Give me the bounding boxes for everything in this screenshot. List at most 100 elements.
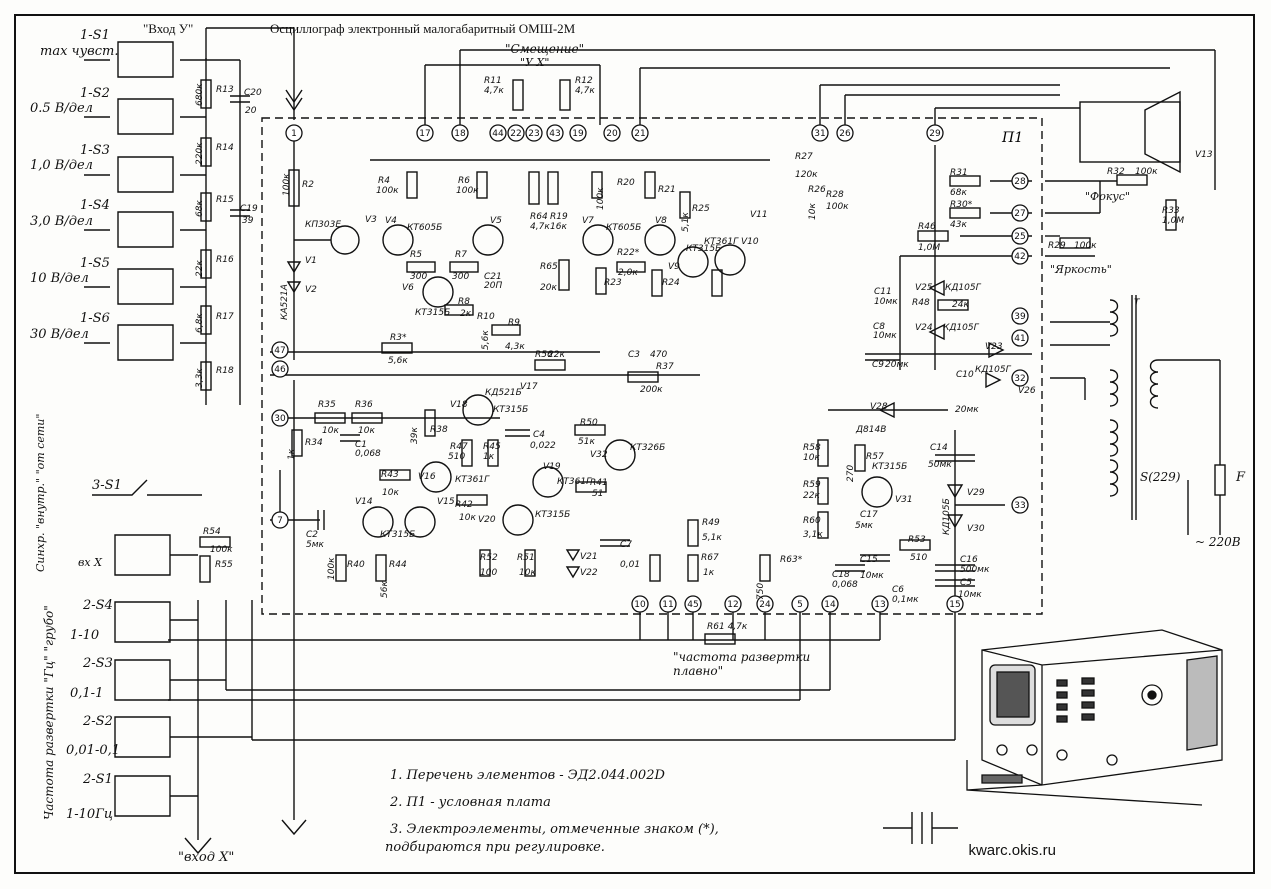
label-c16: C16 <box>960 555 978 565</box>
label-v2: V2 <box>305 285 317 295</box>
connector-label-29: 29 <box>929 129 941 139</box>
label-r21: R21 <box>658 185 676 195</box>
transistor-v8 <box>644 224 676 256</box>
label-v32t: КТ326Б <box>630 443 666 453</box>
connector-23 <box>525 124 543 142</box>
label-r19: R19 <box>550 212 568 222</box>
label-c4v: 0,022 <box>530 441 556 451</box>
connector-label-33: 33 <box>1014 501 1025 511</box>
label-r52v: 100 <box>480 568 498 578</box>
label-v8: V8 <box>655 216 667 226</box>
label-v4t: КТ605Б <box>407 223 443 233</box>
label-c17: C17 <box>860 510 878 520</box>
sweep-fine-label: "частота развертки плавно" <box>673 650 811 678</box>
label-c3: C3 <box>628 350 641 360</box>
connector-5 <box>791 595 809 613</box>
connector-label-26: 26 <box>839 129 851 139</box>
connector-label-7: 7 <box>277 516 283 526</box>
connector-25 <box>1011 227 1029 245</box>
label-r31v: 68к <box>950 188 967 198</box>
diagram-title: Осциллограф электронный малогабаритный О… <box>270 21 576 36</box>
label-r44v: 56к <box>380 581 390 598</box>
label-r27v: 120к <box>795 170 818 180</box>
switch-label-4: 3,0 В/дел <box>30 214 93 229</box>
label-r8v: 2к <box>460 309 472 319</box>
label-r11: R11 <box>484 76 502 86</box>
label-r42: R42 <box>455 500 473 510</box>
connector-label-46: 46 <box>274 365 286 375</box>
label-v25t: КД105Г <box>945 283 981 293</box>
connector-42 <box>1011 247 1029 265</box>
label-c1: C1 <box>355 440 368 450</box>
label-r20v: 100к <box>596 187 606 210</box>
label-r57v: 270 <box>846 464 856 482</box>
label-r17: R17 <box>216 312 234 322</box>
connector-label-27: 27 <box>1014 209 1025 219</box>
connector-19 <box>569 124 587 142</box>
transistor-v20 <box>502 504 534 536</box>
connector-11 <box>659 595 677 613</box>
label-r65v: 20к <box>540 283 557 293</box>
connector-7 <box>271 511 289 529</box>
label-r4v: 100к <box>376 186 399 196</box>
offset-label: "Смещение" <box>505 42 585 56</box>
label-r30v: 43к <box>950 220 967 230</box>
label-r12v: 4,7к <box>575 86 595 96</box>
label-kd: КД105Б <box>942 498 952 535</box>
fet-v3 <box>330 225 360 255</box>
label-r7: R7 <box>455 250 467 260</box>
label-r59: R59 <box>803 480 821 490</box>
switch-1-s5 <box>117 268 206 305</box>
sweep-range-3: 0,01-0,1 <box>66 743 121 758</box>
label-r16: R16 <box>216 255 234 265</box>
label-v30: V30 <box>967 524 985 534</box>
label-r23: R23 <box>604 278 622 288</box>
switch-2-s1 <box>114 775 171 817</box>
switch-1-s3 <box>117 156 206 193</box>
label-r46: R46 <box>918 222 936 232</box>
label-c18v: 0,068 <box>832 580 858 590</box>
sweep-range-1: 1-10 <box>70 628 100 643</box>
label-c21: C21 <box>484 272 502 282</box>
label-v21: V21 <box>580 552 598 562</box>
label-c3v: 470 <box>650 350 668 360</box>
label-r60: R60 <box>803 516 821 526</box>
label-r26: R26 <box>808 185 826 195</box>
label-r67: R67 <box>701 553 719 563</box>
label-r33v: 1,0М <box>1162 216 1185 226</box>
label-c4: C4 <box>533 430 546 440</box>
label-c8v: 10мк <box>873 331 897 341</box>
label-v25: V25 <box>915 283 933 293</box>
label-v17t: КД521Б <box>485 388 522 398</box>
connector-45 <box>684 595 702 613</box>
transistor-v16 <box>420 461 452 493</box>
input-y-label: "Вход У" <box>143 21 194 36</box>
connector-label-1: 1 <box>291 129 297 139</box>
label-r47v: 510 <box>448 452 466 462</box>
connector-label-18: 18 <box>454 129 466 139</box>
label-ka: КА521А <box>280 284 290 320</box>
label-c7v: 0,01 <box>620 560 641 570</box>
label-v10: КТ361Г V10 <box>704 237 759 247</box>
connector-13 <box>871 595 889 613</box>
label-r29v: 100к <box>1074 241 1097 251</box>
label-r25: R25 <box>692 204 710 214</box>
label-r36: R36 <box>355 400 373 410</box>
label-c2: C2 <box>306 530 319 540</box>
oscilloscope-illustration <box>966 629 1223 806</box>
connector-31 <box>811 124 829 142</box>
label-r2: R2 <box>302 180 314 190</box>
switch-2-s3 <box>114 659 171 701</box>
label-v11: V11 <box>750 210 768 220</box>
label-c19v: 39 <box>242 216 254 226</box>
connector-label-19: 19 <box>572 129 584 139</box>
label-c14v: 50мк <box>928 460 952 470</box>
label-v14: V14 <box>355 497 373 507</box>
connector-label-41: 41 <box>1014 334 1025 344</box>
label-r60v: 3,1к <box>803 530 823 540</box>
label-r18: R18 <box>216 366 234 376</box>
connector-label-43: 43 <box>549 129 560 139</box>
transformer-t <box>1109 299 1119 497</box>
label-c16v: 500мк <box>960 565 990 575</box>
